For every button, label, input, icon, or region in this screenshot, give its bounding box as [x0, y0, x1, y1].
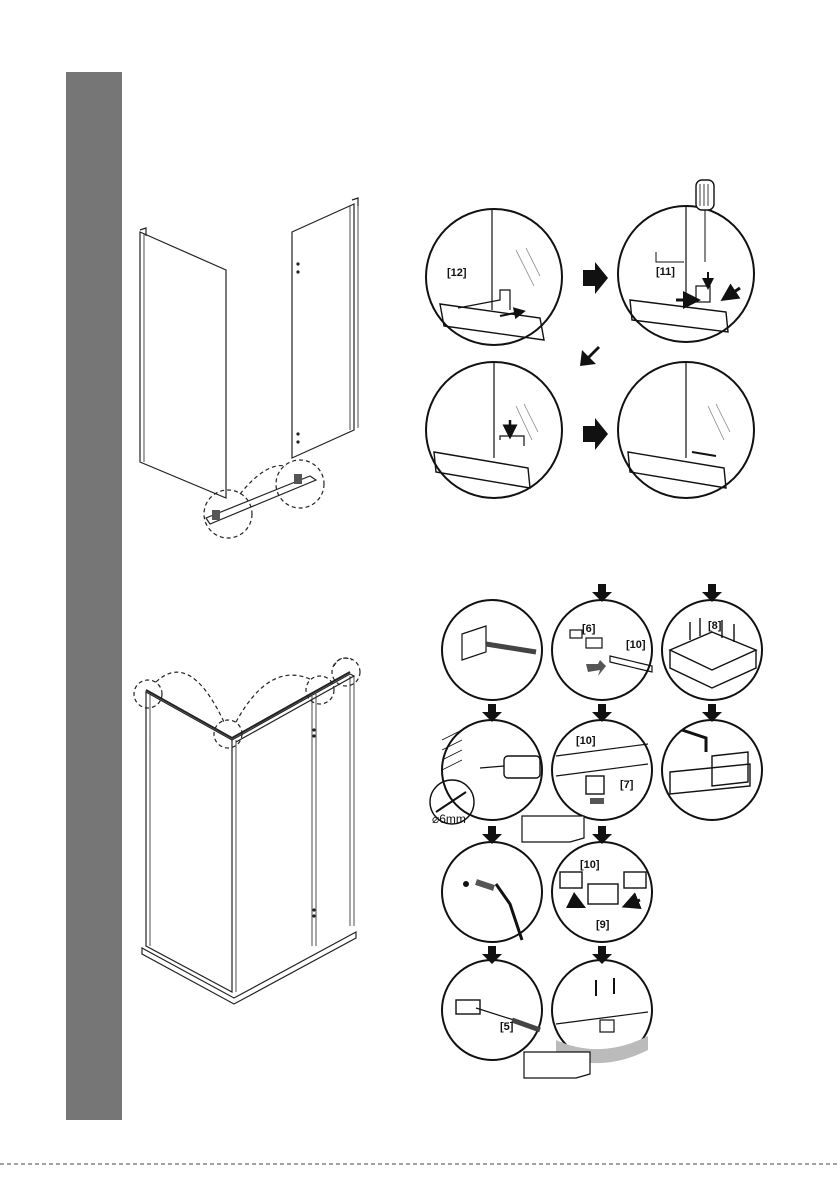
part-label-6: [6] [582, 623, 596, 635]
part-label-10-a: [10] [626, 639, 646, 651]
overview-panels-top [140, 198, 358, 538]
detail-circle-2 [618, 180, 754, 342]
step-circle-r2c1 [430, 720, 542, 824]
step-circle-r4c1 [442, 960, 542, 1060]
overview-enclosure-bottom [134, 658, 360, 1004]
step-circle-r1c3 [662, 600, 762, 700]
detail-circle-4 [618, 362, 754, 498]
note-box-1 [522, 816, 584, 842]
note-box-2 [524, 1052, 590, 1078]
part-label-10-c: [10] [580, 859, 600, 871]
part-label-7: [7] [620, 779, 634, 791]
step-circle-r3c1 [442, 842, 542, 942]
part-label-11: [11] [656, 266, 675, 278]
part-label-10-b: [10] [576, 735, 596, 747]
step-circle-r1c1 [442, 600, 542, 700]
part-label-8: [8] [708, 620, 722, 632]
step-circle-r4c2 [552, 960, 652, 1063]
step-circle-r2c2 [552, 720, 652, 820]
drill-size-label: ⌀6mm [432, 812, 466, 826]
part-label-5: [5] [500, 1021, 514, 1033]
part-label-12: [12] [447, 267, 467, 279]
flow-arrows-top [580, 262, 608, 450]
step-circle-r2c3 [662, 720, 762, 820]
part-label-9: [9] [596, 919, 610, 931]
detail-circle-3 [426, 362, 562, 498]
